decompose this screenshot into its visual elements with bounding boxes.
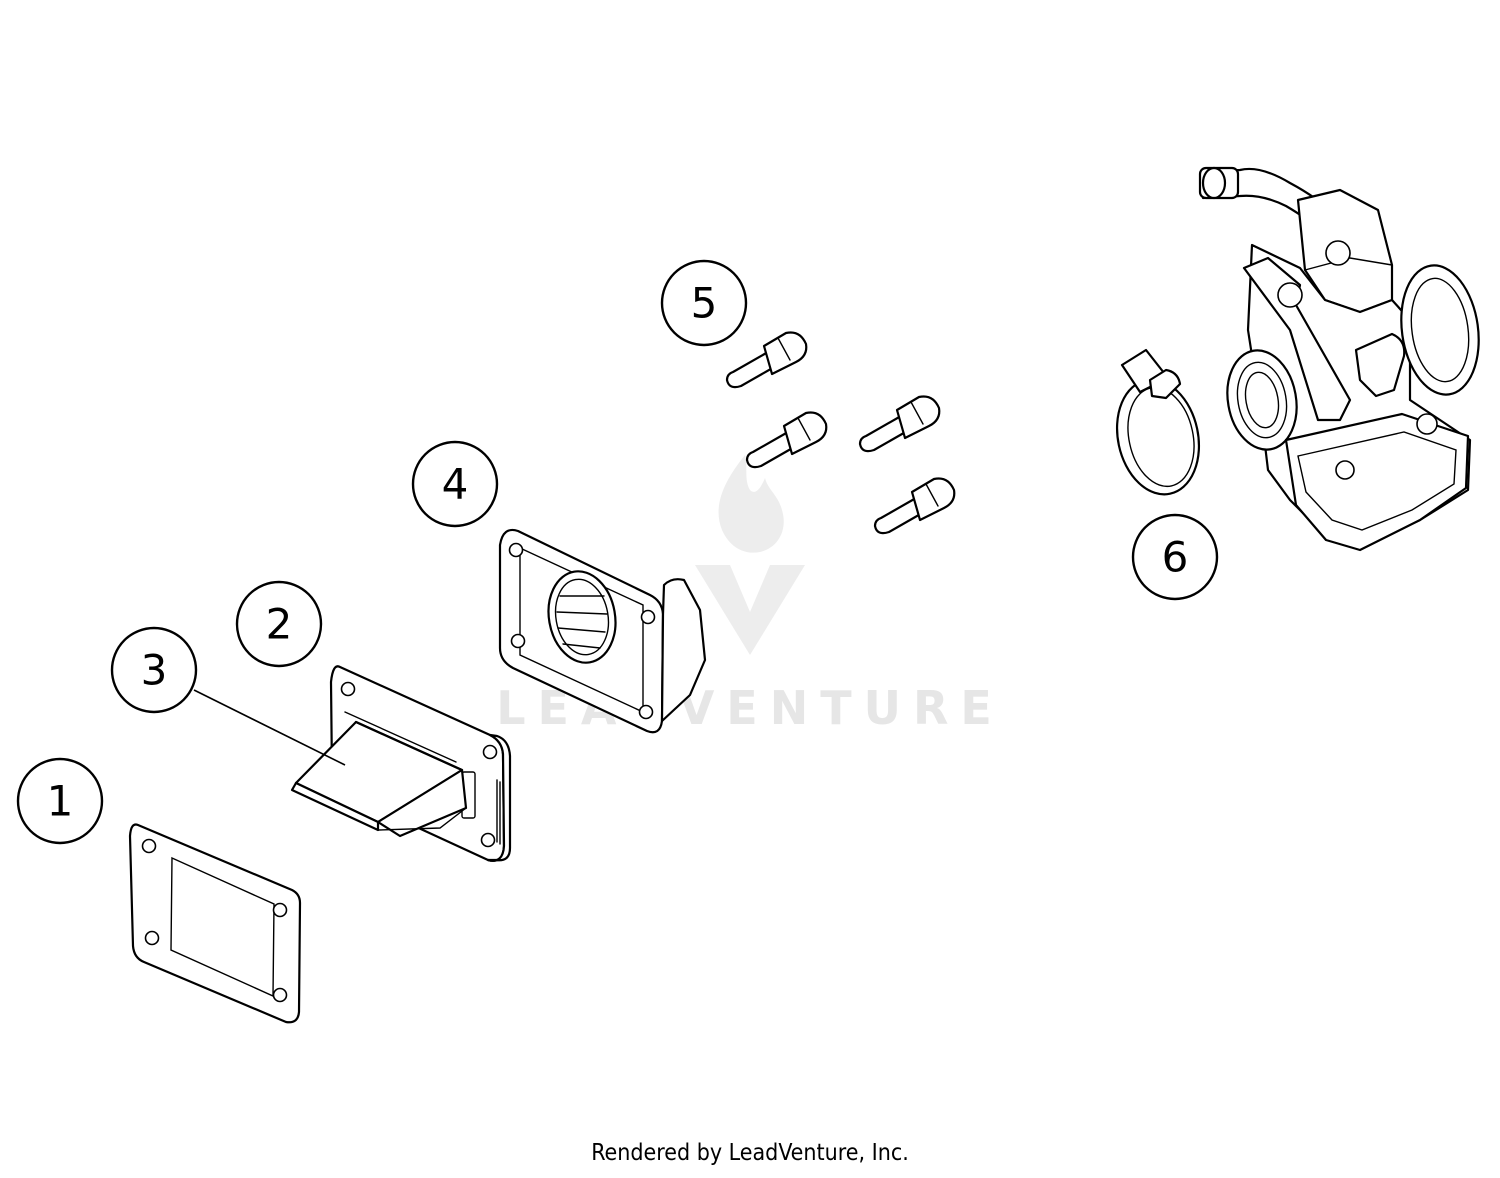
gasket-part — [128, 823, 302, 1024]
bolt-b — [745, 411, 828, 469]
carburetor-part — [1198, 166, 1480, 552]
callout-1-label: 1 — [47, 777, 74, 826]
callout-5: 5 — [660, 259, 748, 347]
watermark-v-icon — [695, 565, 805, 655]
callout-6-label: 6 — [1162, 533, 1189, 582]
hose-clamp-part — [1115, 348, 1201, 496]
callout-2: 2 — [235, 580, 323, 668]
callout-2-label: 2 — [266, 600, 293, 649]
callout-3: 3 — [110, 626, 346, 766]
callout-3-label: 3 — [141, 646, 168, 695]
reed-petals-part — [290, 711, 468, 838]
intake-flange-part — [498, 528, 707, 734]
bolt-a — [725, 331, 808, 389]
callout-6: 6 — [1131, 513, 1219, 601]
callout-1: 1 — [16, 757, 104, 845]
footer-credit: Rendered by LeadVenture, Inc. — [591, 1140, 909, 1166]
watermark-flame-icon — [718, 455, 784, 553]
bolt-c — [858, 395, 941, 453]
callout-4-label: 4 — [442, 460, 469, 509]
callout-4: 4 — [411, 440, 499, 528]
callout-5-label: 5 — [691, 279, 718, 328]
bolt-d — [873, 477, 956, 535]
